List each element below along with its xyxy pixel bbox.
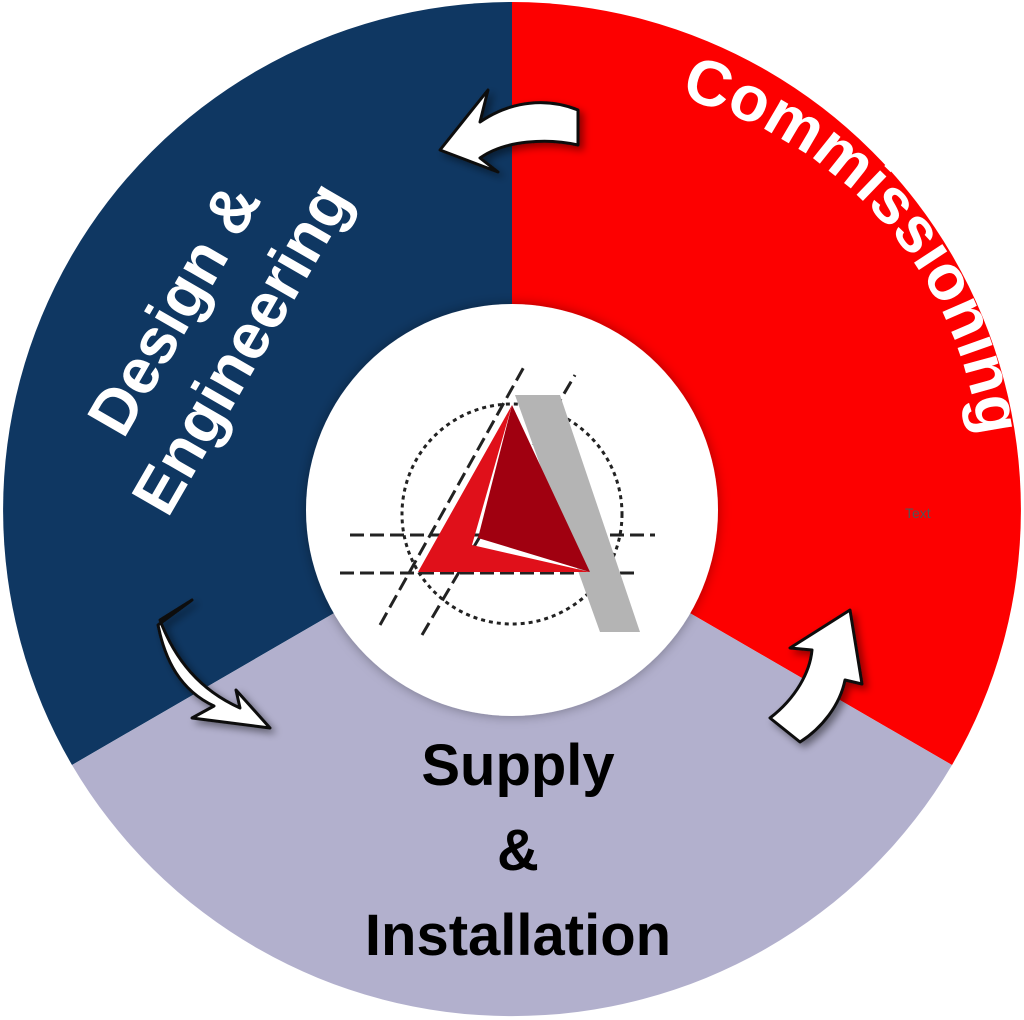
placeholder-text: Text	[905, 505, 931, 521]
triangle-a-logo-icon	[340, 364, 655, 636]
curved-arrow-left	[156, 598, 272, 730]
label-supply: Supply	[421, 733, 614, 798]
curved-arrow-right	[768, 608, 864, 744]
segment-supply-installation	[72, 510, 952, 1017]
curved-arrow-top	[438, 88, 580, 174]
label-installation: Installation	[365, 903, 671, 968]
label-supply-ampersand: &	[497, 818, 539, 883]
